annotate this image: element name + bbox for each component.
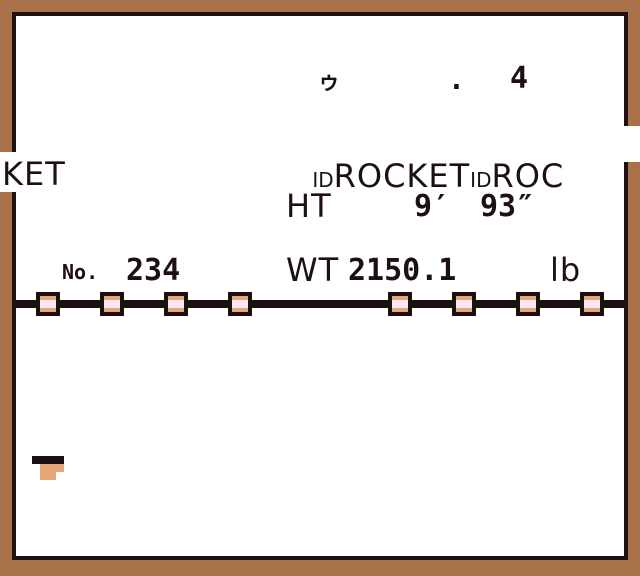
pokedex-screen [16,16,624,556]
kana-glyph: ゥ [318,70,341,95]
sprite-pixel-orange [40,464,64,472]
trainer-name: ROCKET [333,157,471,195]
divider-square [36,292,60,316]
trainer-name-overflow: ROC [491,157,565,195]
top-digit: 4 [510,61,529,96]
divider-line [16,300,628,308]
height-label: HT [286,187,332,225]
divider-square [516,292,540,316]
sprite-pixel-dark [32,456,64,464]
height-feet: 9′ [414,189,451,224]
divider-square [164,292,188,316]
left-overflow-band [0,152,100,192]
divider-square [452,292,476,316]
dot-glyph: . [448,63,465,96]
weight-unit: lb [550,251,582,289]
dex-number-prefix: No. [62,260,99,284]
dex-number-value: 234 [126,253,181,288]
trainer-row: IDROCKETIDROC [290,128,564,192]
right-overflow-band [284,126,640,162]
sprite-pixel-orange [40,472,56,480]
divider-square [388,292,412,316]
left-overflow-text: KET [2,155,66,193]
height-inches: 93″ [480,189,535,224]
id-prefix: ID [470,168,492,192]
id-prefix: ID [312,168,334,192]
divider-square [580,292,604,316]
divider-square [100,292,124,316]
divider-square [228,292,252,316]
weight-label: WT [286,251,340,289]
weight-value: 2150.1 [348,253,457,288]
